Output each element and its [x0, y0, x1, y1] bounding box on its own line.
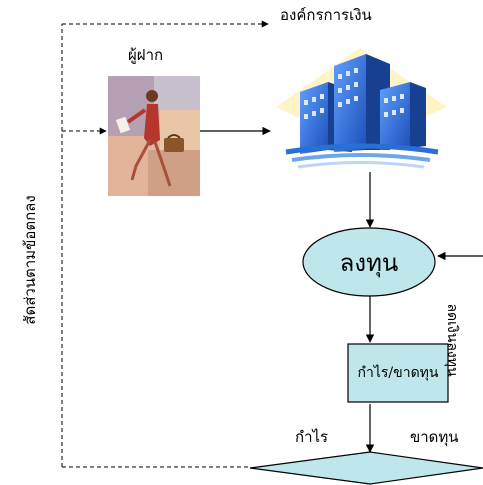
dashed-feedback-path: [61, 20, 269, 468]
profit-loss-label: กำไร/ขาดทุน: [357, 365, 439, 381]
loss-label: ขาดทุน: [410, 428, 459, 446]
depositor-label: ผู้ฝาก: [128, 46, 164, 64]
decision-diamond: [249, 451, 483, 485]
profit-label: กำไร: [295, 428, 329, 446]
profit-loss-node: [347, 343, 449, 403]
agreed-ratio-label: สัดส่วนตามข้อตกลง: [21, 195, 39, 325]
depositor-icon: [108, 76, 200, 196]
organization-label: องค์กรการเงิน: [280, 6, 372, 24]
invest-node: [302, 227, 436, 297]
reduce-investment-label: ลดเงินลงทุน: [444, 303, 460, 377]
invest-label: ลงทุน: [339, 249, 399, 277]
organization-icon: [276, 48, 447, 169]
